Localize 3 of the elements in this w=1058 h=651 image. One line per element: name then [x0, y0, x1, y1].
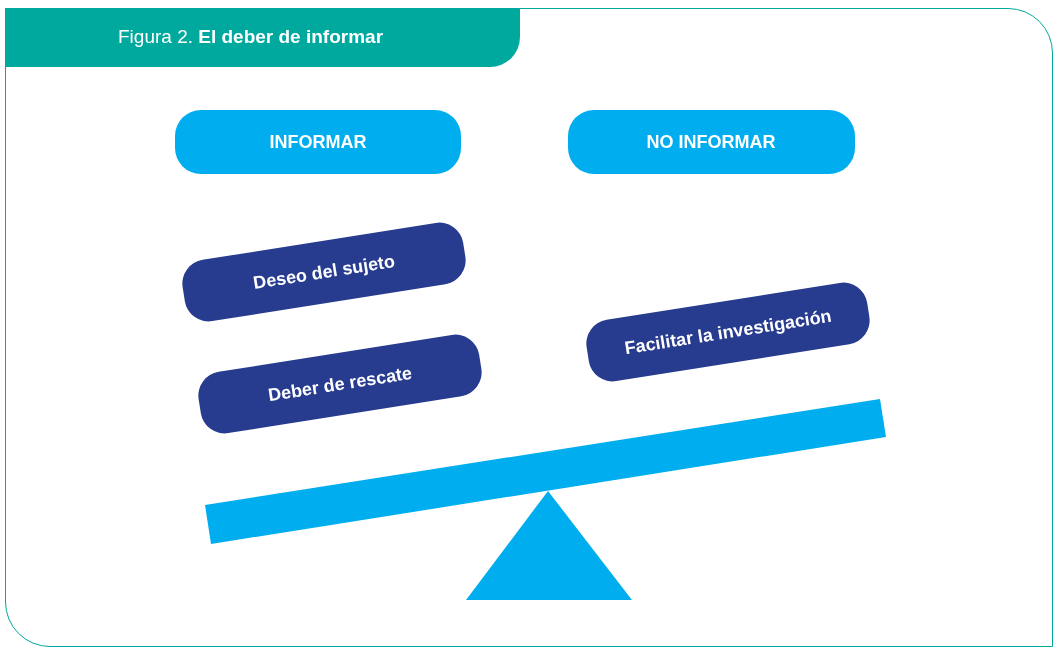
option-pill: INFORMAR — [175, 110, 461, 174]
figure-title: Figura 2. El deber de informar — [118, 26, 384, 48]
option-pill: NO INFORMAR — [567, 110, 855, 174]
